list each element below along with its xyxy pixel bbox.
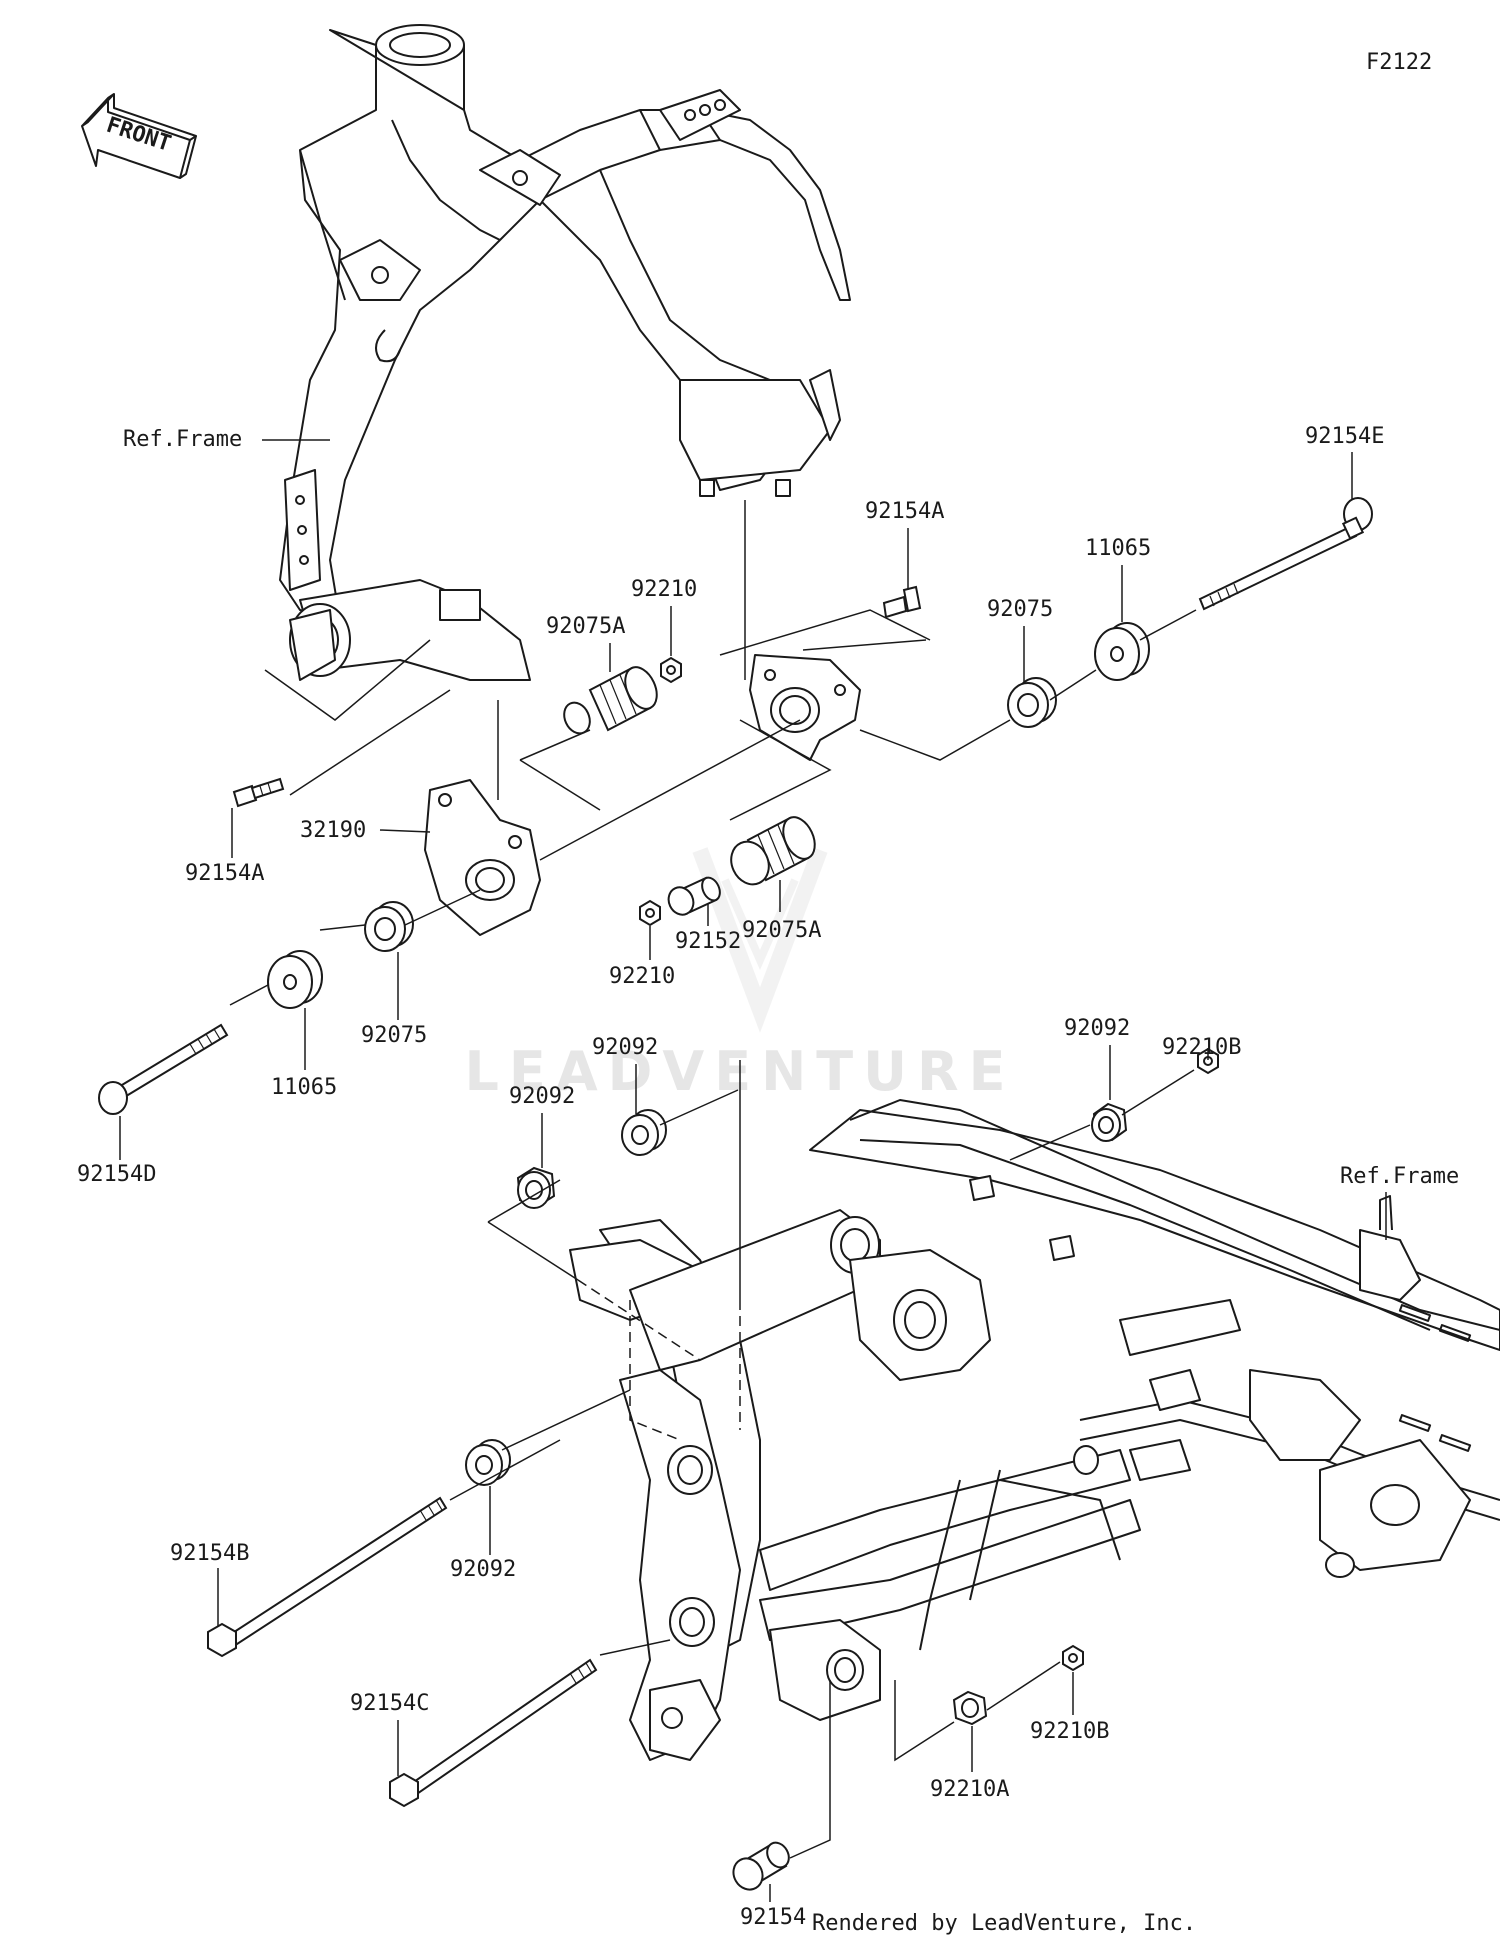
- lower-assembly-lines: [449, 1060, 1195, 1859]
- part-92075-top-collar: [1007, 677, 1057, 728]
- label-92210B-top: 92210B: [1162, 1035, 1241, 1060]
- part-92210-top-nut: [660, 656, 682, 684]
- label-11065-left: 11065: [271, 1075, 337, 1100]
- label-92154D: 92154D: [77, 1162, 156, 1187]
- label-92075A-top: 92075A: [546, 614, 625, 639]
- label-92154A-top: 92154A: [865, 499, 944, 524]
- label-92154B: 92154B: [170, 1541, 249, 1566]
- front-direction-arrow: FRONT: [81, 93, 197, 179]
- label-92154: 92154: [740, 1905, 806, 1930]
- part-92075A-mid-rubber: [730, 816, 816, 886]
- credit-text: Rendered by LeadVenture, Inc.: [812, 1911, 1196, 1936]
- part-92092-right-bush: [1091, 1102, 1128, 1142]
- label-92154C: 92154C: [350, 1691, 429, 1716]
- label-92092-right: 92092: [1064, 1016, 1130, 1041]
- part-11065-left-washer: [267, 950, 323, 1009]
- label-92210-top: 92210: [631, 577, 697, 602]
- label-92210-mid: 92210: [609, 964, 675, 989]
- part-11065-top-washer: [1094, 622, 1150, 681]
- part-92075-left-collar: [364, 901, 414, 952]
- label-92210B-low: 92210B: [1030, 1719, 1109, 1744]
- part-92092-low-bush: [465, 1439, 511, 1486]
- label-92075-left: 92075: [361, 1023, 427, 1048]
- part-92152-collar: [667, 876, 721, 916]
- label-32190: 32190: [300, 818, 366, 843]
- label-92075A-mid: 92075A: [742, 918, 821, 943]
- label-92152: 92152: [675, 929, 741, 954]
- label-92210A: 92210A: [930, 1777, 1009, 1802]
- label-92154E: 92154E: [1305, 424, 1384, 449]
- upper-assembly-lines: [229, 500, 1197, 1006]
- watermark: LEADVENTURE: [465, 1040, 1016, 1103]
- part-92210-mid-nut: [639, 899, 661, 927]
- part-92092-mid-bush: [621, 1109, 667, 1156]
- lower-frame-section: [569, 1099, 1500, 1761]
- part-92210A-nut: [952, 1690, 988, 1726]
- label-11065-top: 11065: [1085, 536, 1151, 561]
- upper-frame-section: [279, 24, 851, 681]
- part-92154B-bolt: [207, 1496, 448, 1658]
- part-32190-bracket: [424, 779, 541, 936]
- part-92154-collar: [732, 1841, 790, 1891]
- part-92154D-bolt: [98, 1023, 229, 1115]
- part-rear-bracket-plate: [749, 654, 861, 761]
- label-92092-left: 92092: [509, 1084, 575, 1109]
- label-ref-frame-top: Ref.Frame: [123, 427, 242, 452]
- part-92154A-top-bolt: [882, 585, 922, 619]
- part-92154E-bolt: [1198, 497, 1373, 611]
- part-92210B-low-nut: [1062, 1644, 1084, 1672]
- part-92154A-left-bolt: [232, 777, 285, 808]
- label-ref-frame-right: Ref.Frame: [1340, 1164, 1459, 1189]
- label-92075-top: 92075: [987, 597, 1053, 622]
- label-92154A-left: 92154A: [185, 861, 264, 886]
- label-92092-low: 92092: [450, 1557, 516, 1582]
- label-92092-mid: 92092: [592, 1035, 658, 1060]
- part-92075A-top-rubber: [563, 666, 658, 735]
- part-92154C-bolt: [389, 1658, 598, 1808]
- watermark-logo: [692, 847, 828, 1033]
- leader-32190: [379, 829, 431, 833]
- diagram-id: F2122: [1366, 50, 1432, 75]
